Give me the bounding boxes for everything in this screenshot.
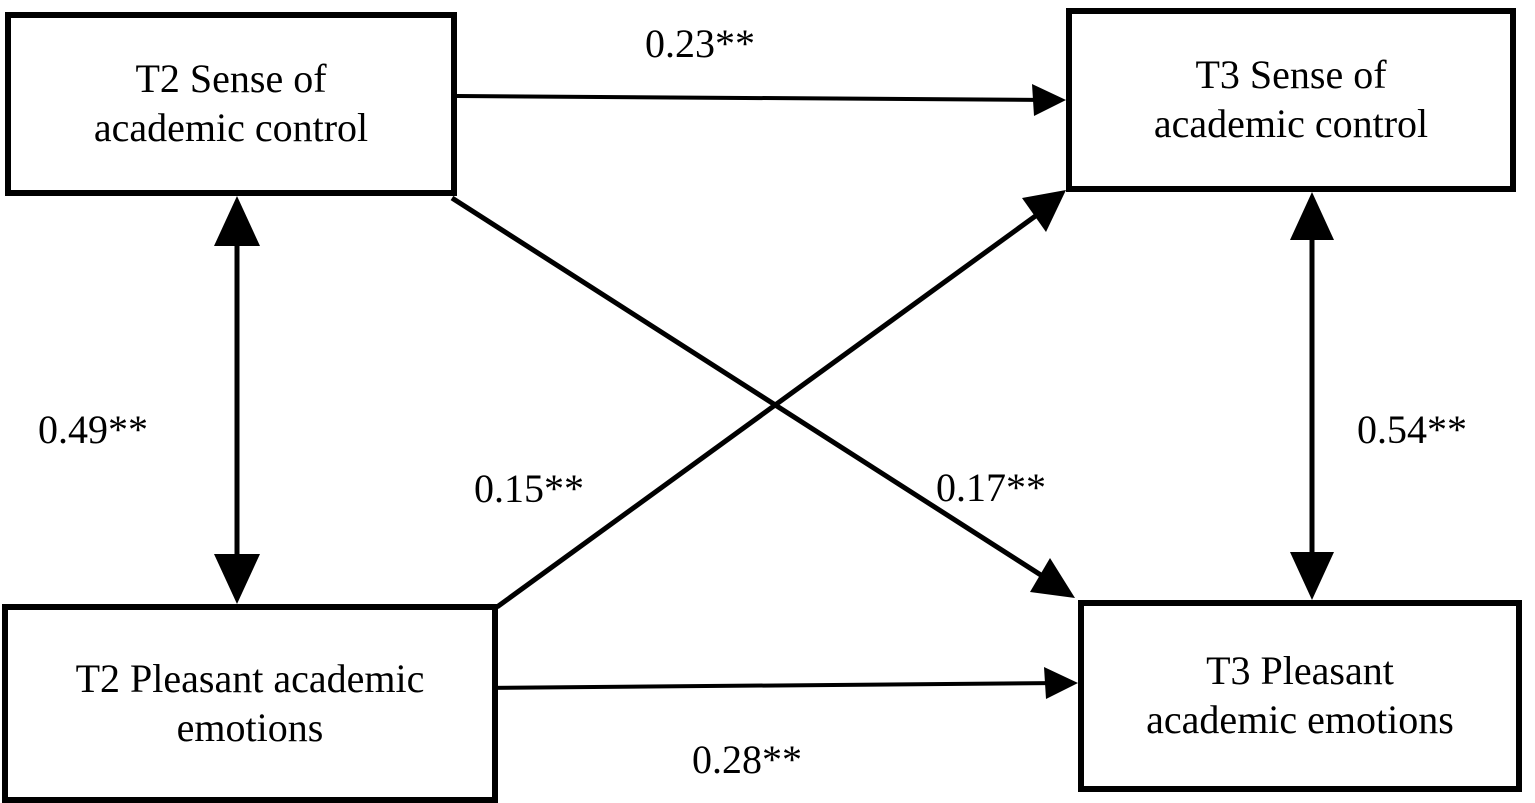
edge-label-autoregressive-control: 0.23** [645, 21, 755, 66]
edge-cross-lag-emotions-to-control [495, 190, 1066, 610]
node-label-t2-emotions: T2 Pleasant academic emotions [75, 655, 425, 750]
node-t2-sense-of-academic-control[interactable]: T2 Sense of academic control [5, 12, 457, 196]
edge-label-autoregressive-emotions: 0.28** [692, 737, 802, 782]
edge-label-covariance-t3: 0.54** [1357, 407, 1467, 452]
node-t3-pleasant-academic-emotions[interactable]: T3 Pleasant academic emotions [1078, 600, 1522, 792]
edge-label-cross-lag-emotions-to-control: 0.15** [474, 466, 584, 511]
edge-label-covariance-t2: 0.49** [38, 407, 148, 452]
edge-covariance-t2 [214, 196, 260, 604]
node-label-t2-control: T2 Sense of academic control [93, 56, 369, 150]
node-t3-sense-of-academic-control[interactable]: T3 Sense of academic control [1066, 8, 1516, 192]
edge-cross-lag-control-to-emotions [450, 195, 1075, 598]
edge-label-cross-lag-control-to-emotions: 0.17** [936, 465, 1046, 510]
edge-autoregressive-control [456, 84, 1066, 116]
edge-autoregressive-emotions [477, 667, 1078, 699]
node-label-t3-control: T3 Sense of academic control [1153, 52, 1429, 146]
edge-covariance-t3 [1290, 192, 1334, 600]
node-label-t3-emotions: T3 Pleasant academic emotions [1146, 648, 1454, 742]
node-t2-pleasant-academic-emotions[interactable]: T2 Pleasant academic emotions [2, 604, 498, 803]
